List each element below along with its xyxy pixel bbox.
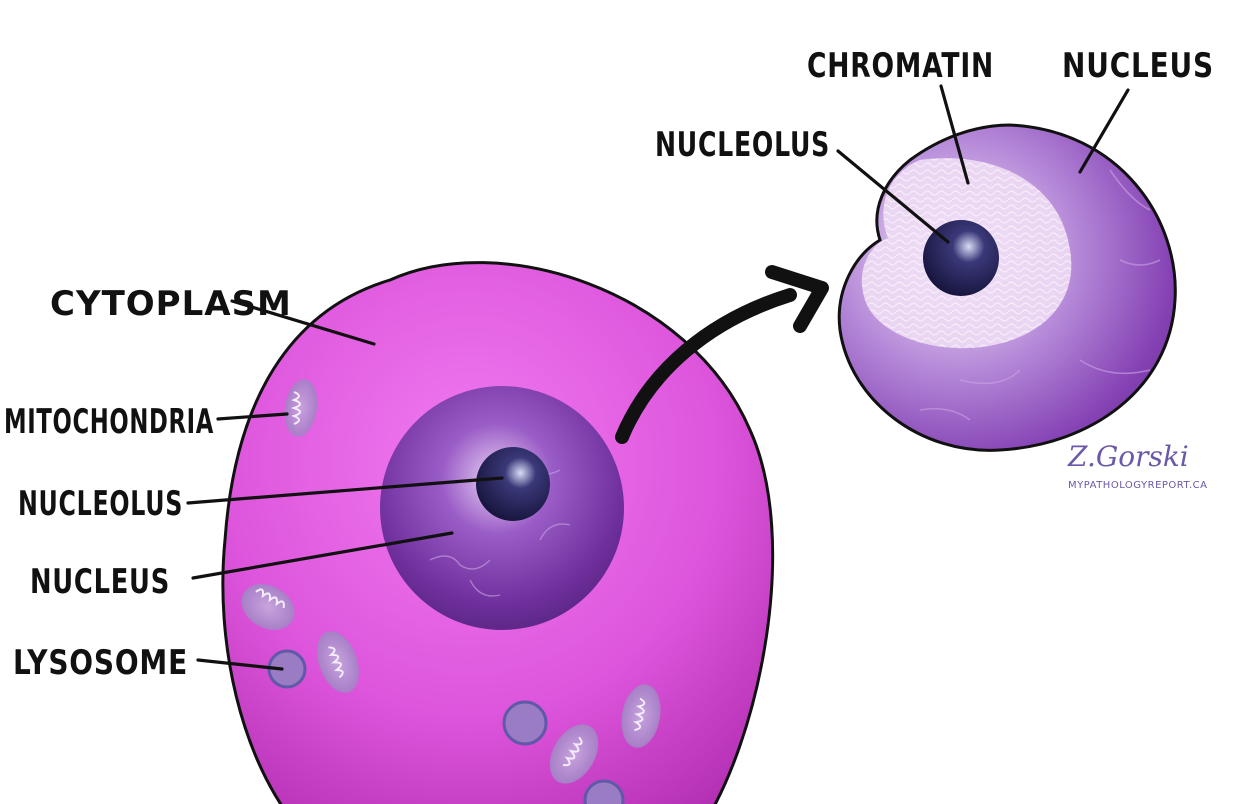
watermark-site: MYPATHOLOGYREPORT.CA — [1068, 480, 1207, 491]
mitochondrion — [621, 684, 661, 748]
lysosome — [583, 779, 625, 804]
label-lysosome: LYSOSOME — [13, 643, 188, 683]
label-mitochondria: MITOCHONDRIA — [4, 402, 214, 442]
label-nucleolus: NUCLEOLUS — [18, 484, 183, 524]
mitochondrion — [317, 631, 359, 693]
mitochondrion — [549, 724, 599, 784]
label-nucleus: NUCLEUS — [30, 562, 170, 602]
watermark-signature: Z.Gorski — [1067, 440, 1189, 473]
lysosome — [502, 700, 548, 746]
label-nucleus-detail: NUCLEUS — [1062, 46, 1214, 86]
nucleus-detail — [837, 123, 1177, 452]
label-chromatin: CHROMATIN — [807, 46, 994, 86]
nucleolus — [476, 447, 550, 521]
label-nucleolus-detail: NUCLEOLUS — [655, 125, 830, 165]
curved-arrow-icon — [615, 265, 829, 444]
mitochondrion — [284, 379, 318, 437]
mitochondrion — [241, 584, 295, 630]
label-cytoplasm: CYTOPLASM — [50, 284, 292, 324]
leader-lines — [186, 84, 1130, 671]
